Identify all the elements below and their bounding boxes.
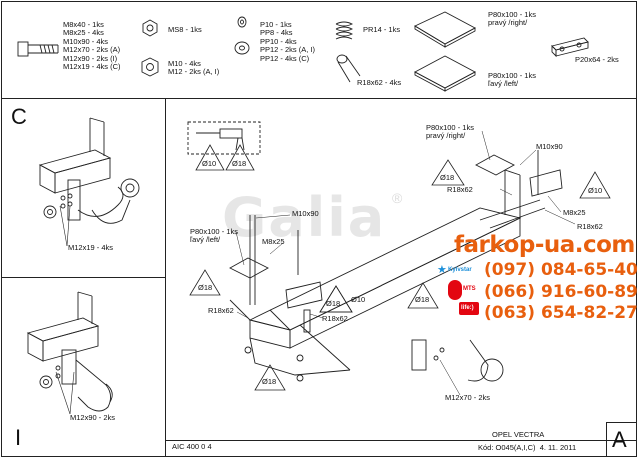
tri-label-5: Ø18 (262, 377, 277, 386)
clamp-icon (551, 37, 589, 58)
main-bolt-m10x90-left: M10x90 (292, 209, 319, 218)
panel-c-bolts: M12x19 - 4ks (68, 243, 114, 252)
plate-left-icon (414, 55, 476, 89)
nut-ms8-label: MS8 - 1ks (168, 25, 202, 34)
plate-right-icon (414, 11, 476, 45)
main-tube-center: R18x62 (322, 314, 348, 323)
spring-label: PR14 - 1ks (363, 25, 401, 34)
drill-18-label: Ø18 (232, 159, 247, 168)
panel-i-letter: I (15, 425, 22, 450)
main-plate-right-label: P80x100 - 1ks pravý /right/ (426, 123, 474, 141)
drill-icon (187, 121, 261, 155)
footer-vsep (606, 422, 607, 457)
footer-kod: Kód: O045(A,I,C) 4. 11. 2011 (478, 443, 577, 452)
operator-life: life:) (461, 305, 474, 311)
bolts-list: M8x40 - 1ks M8x25 - 4ks M10x90 - 4ks M12… (63, 20, 121, 72)
bolt-icon (17, 41, 59, 57)
tri-label-7: Ø18 (326, 299, 341, 308)
phone-mts: (066) 916-60-89 (484, 282, 638, 302)
clamp-label: P20x64 - 2ks (575, 55, 619, 64)
drill-10-label: Ø10 (202, 159, 217, 168)
kyivstar-star-icon: ★ (437, 264, 447, 276)
nut-ms8-icon (142, 19, 158, 37)
tri-label-6: Ø18 (415, 295, 430, 304)
tri-label-3: Ø18 (198, 283, 213, 292)
main-bolt-m8x25-left: M8x25 (262, 237, 285, 246)
panel-c-letter: C (11, 104, 27, 129)
main-bolt-m10x90-right: M10x90 (536, 142, 563, 151)
top-divider (1, 98, 637, 99)
main-tube-right-2: R18x62 (577, 222, 603, 231)
phone-life: (063) 654-82-27 (484, 303, 638, 323)
nut-m10-icon (141, 57, 159, 77)
nuts-list: M10 - 4ks M12 - 2ks (A, I) (168, 59, 220, 77)
site-url: farkop-ua.com (454, 232, 635, 258)
panel-i-drawing (26, 291, 113, 412)
tri-label-4: Ø10 (351, 295, 366, 304)
main-plate-left-label: P80x100 - 1ks ľavý /left/ (190, 227, 238, 245)
footer-code: AIC 400 0 4 (172, 442, 212, 451)
footer-model: OPEL VECTRA (492, 430, 545, 439)
main-tube-right: R18x62 (447, 185, 473, 194)
left-panel-split (1, 277, 166, 278)
operator-mts: MTS (463, 286, 476, 292)
mts-logo-icon (448, 280, 462, 300)
footer-top-right (606, 422, 637, 423)
panel-a-letter: A (612, 427, 627, 452)
tri-label-1: Ø18 (440, 173, 455, 182)
tow-ball-icon (480, 358, 504, 382)
washers-list: P10 - 1ks PP8 - 4ks PP10 - 4ks PP12 - 2k… (260, 20, 316, 63)
plate-right-label: P80x100 - 1ks pravý /right/ (488, 10, 536, 28)
panel-c-drawing (38, 117, 140, 224)
tube-label: R18x62 - 4ks (357, 78, 402, 87)
tri-label-2: Ø10 (588, 186, 603, 195)
main-bolt-m8x25-right: M8x25 (563, 208, 586, 217)
operator-kyivstar: Kyivstar (448, 267, 472, 273)
main-bolts-a: M12x70 - 2ks (445, 393, 491, 402)
towbar-main (229, 169, 546, 376)
footer-divider (165, 440, 637, 441)
drill-triangle-markers (189, 144, 611, 391)
plate-left-label: P80x100 - 1ks ľavý /left/ (488, 71, 536, 89)
washer-icon (234, 16, 250, 55)
main-tube-left: R18x62 (208, 306, 234, 315)
galia-watermark: Galia (222, 186, 387, 249)
panel-i-bolts: M12x90 - 2ks (70, 413, 116, 422)
phone-kyivstar: (097) 084-65-40 (484, 260, 638, 280)
watermark-registered: ® (392, 190, 403, 206)
life-logo-icon (459, 302, 479, 315)
tube-icon (336, 54, 361, 83)
spring-icon (335, 21, 354, 40)
